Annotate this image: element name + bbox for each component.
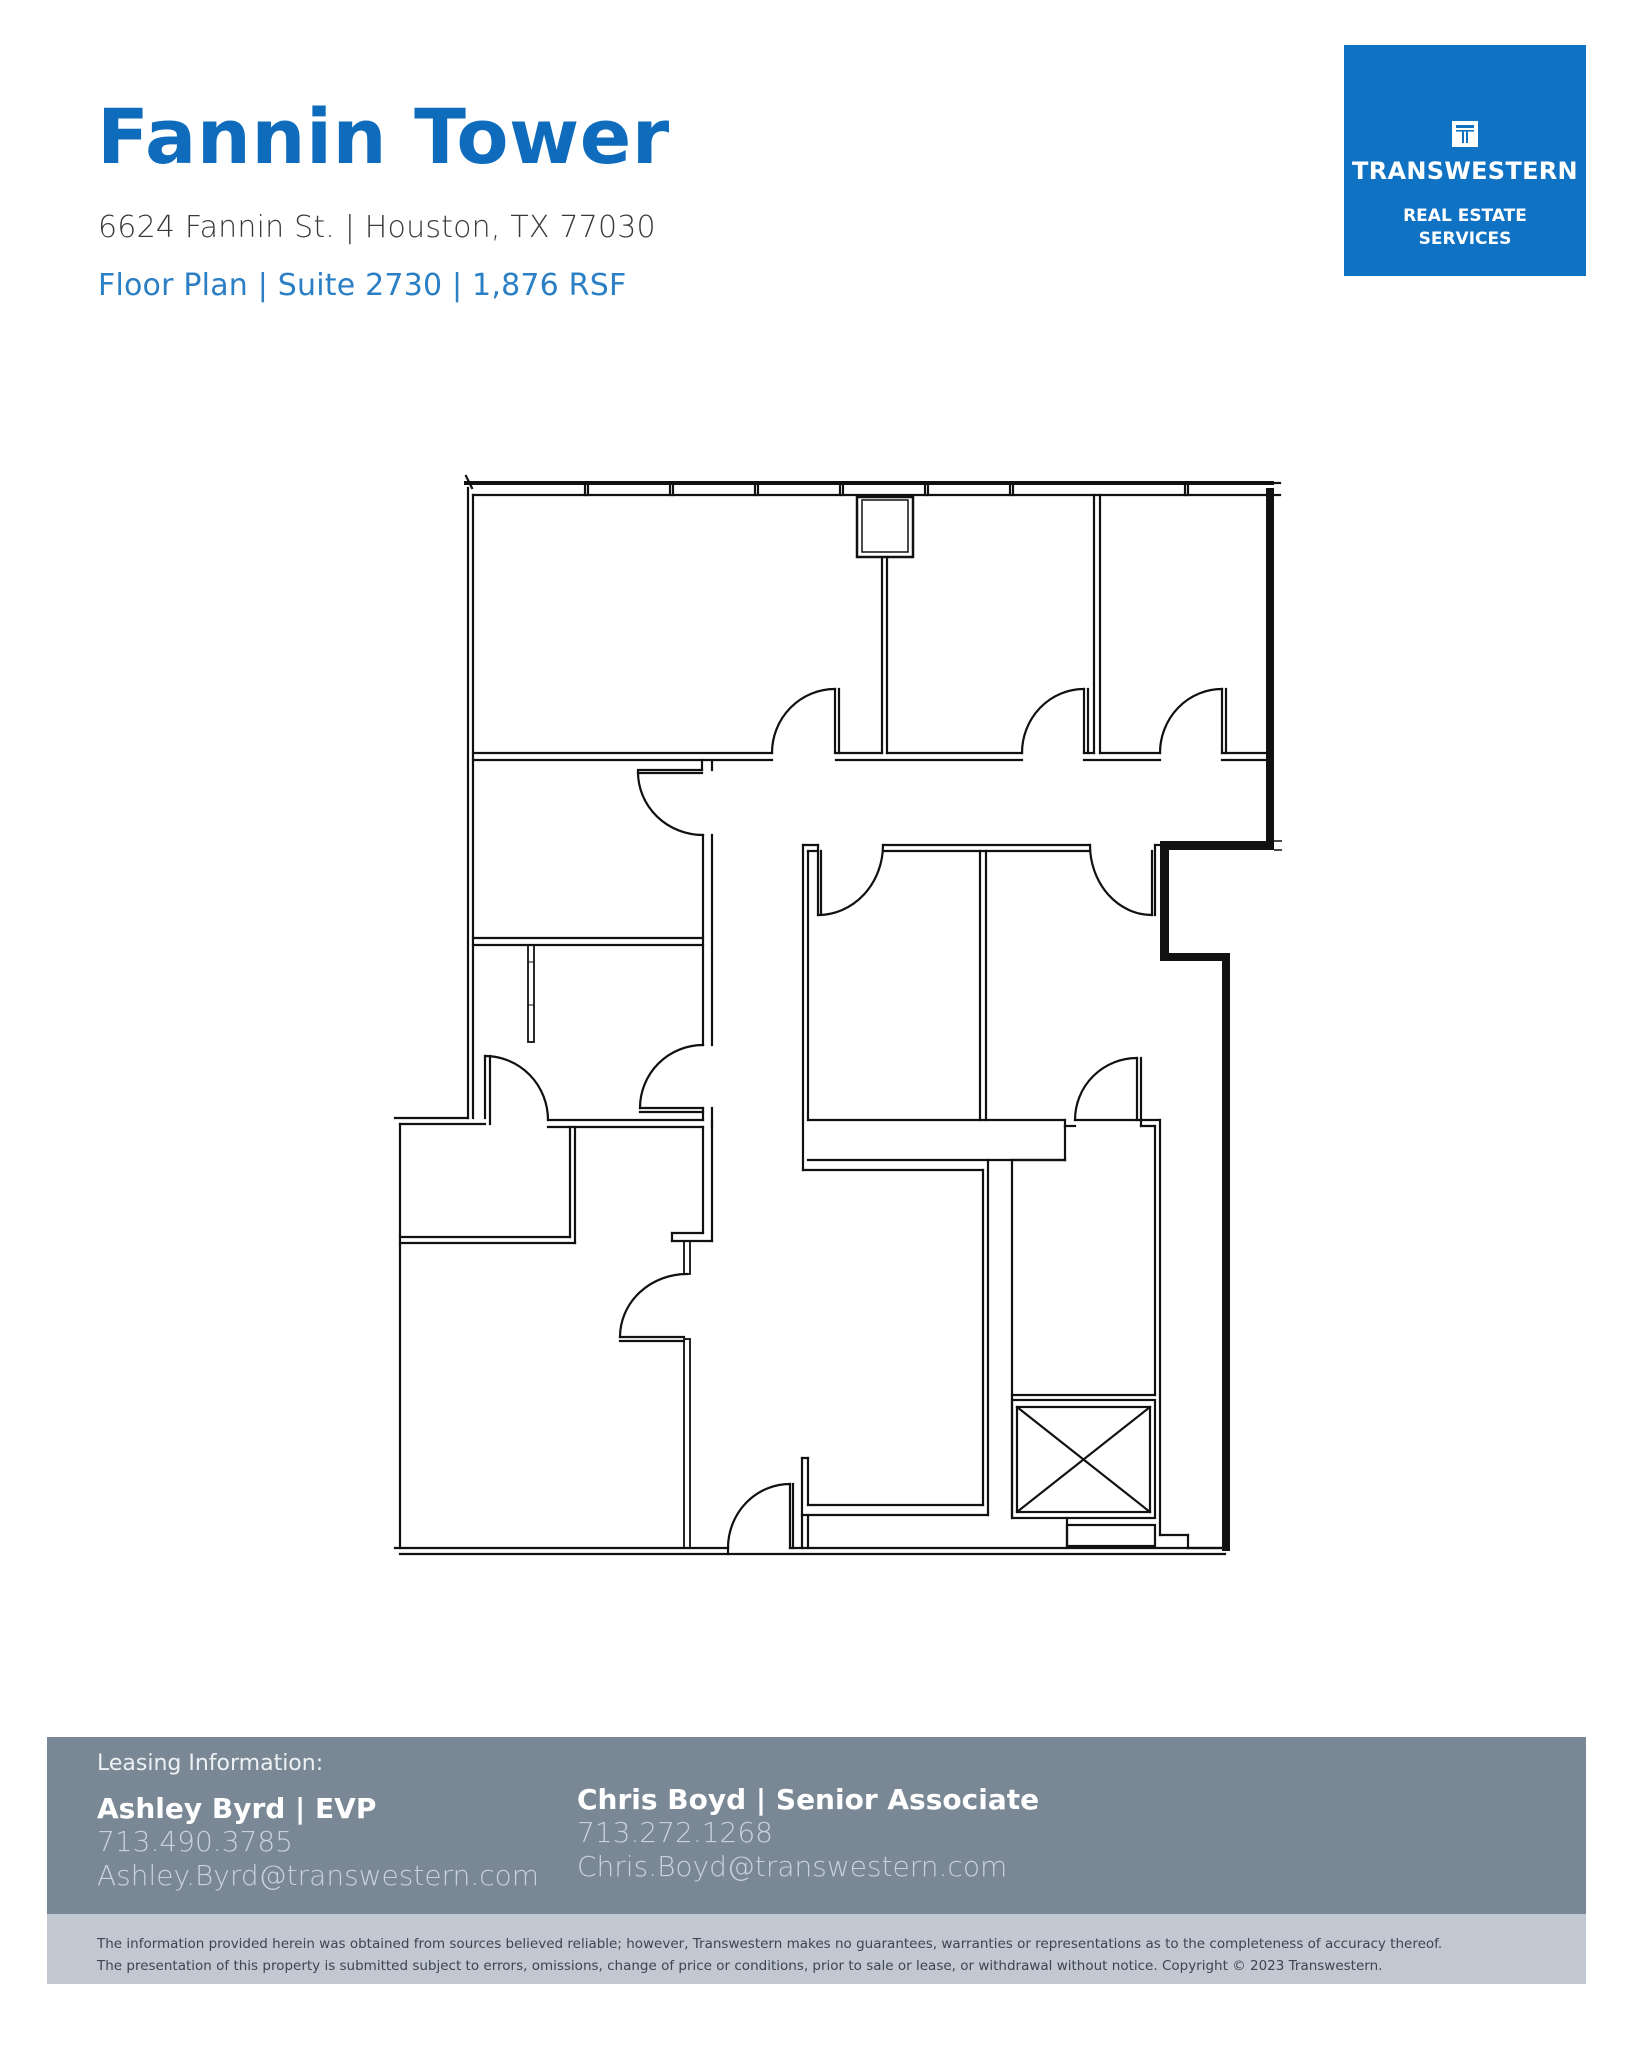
logo-tagline-line2: SERVICES	[1418, 229, 1512, 249]
contact-email[interactable]: Ashley.Byrd@transwestern.com	[97, 1859, 540, 1892]
logo-name: TRANSWESTERN	[1352, 157, 1578, 185]
demising-wall-upper	[1266, 488, 1274, 847]
contact-phone[interactable]: 713.272.1268	[577, 1816, 773, 1849]
contact-name: Ashley Byrd | EVP	[97, 1792, 377, 1825]
leasing-info-band: Leasing Information: Ashley Byrd | EVP 7…	[47, 1737, 1586, 1914]
property-address: 6624 Fannin St. | Houston, TX 77030	[98, 210, 656, 245]
contact-phone[interactable]: 713.490.3785	[97, 1825, 293, 1858]
disclaimer-line-1: The information provided herein was obta…	[97, 1936, 1443, 1952]
page-title: Fannin Tower	[97, 92, 670, 181]
logo-tagline-line1: REAL ESTATE	[1403, 206, 1527, 226]
contact-email[interactable]: Chris.Boyd@transwestern.com	[577, 1850, 1008, 1883]
door-room-1	[770, 687, 841, 755]
t-logo-icon	[1452, 121, 1478, 147]
door-room-2	[1020, 687, 1090, 755]
disclaimer-band	[47, 1914, 1586, 1984]
door-room-3	[1158, 687, 1228, 755]
floor-plan-subtitle: Floor Plan | Suite 2730 | 1,876 RSF	[98, 268, 627, 303]
contact-name: Chris Boyd | Senior Associate	[577, 1783, 1040, 1816]
disclaimer-text: The information provided herein was obta…	[97, 1933, 1442, 1977]
transwestern-logo: TRANSWESTERN REAL ESTATE SERVICES	[1344, 45, 1586, 276]
leasing-label: Leasing Information:	[97, 1751, 324, 1776]
logo-tagline: REAL ESTATE SERVICES	[1344, 205, 1586, 251]
disclaimer-line-2: The presentation of this property is sub…	[97, 1958, 1383, 1974]
exterior-top-wall	[464, 474, 1282, 497]
elevator-shaft	[1010, 1398, 1157, 1520]
leasing-footer: Leasing Information: Ashley Byrd | EVP 7…	[47, 1737, 1586, 1984]
contact-card: Ashley Byrd | EVP 713.490.3785 Ashley.By…	[97, 1792, 539, 1893]
contact-card: Chris Boyd | Senior Associate 713.272.12…	[577, 1783, 1039, 1884]
